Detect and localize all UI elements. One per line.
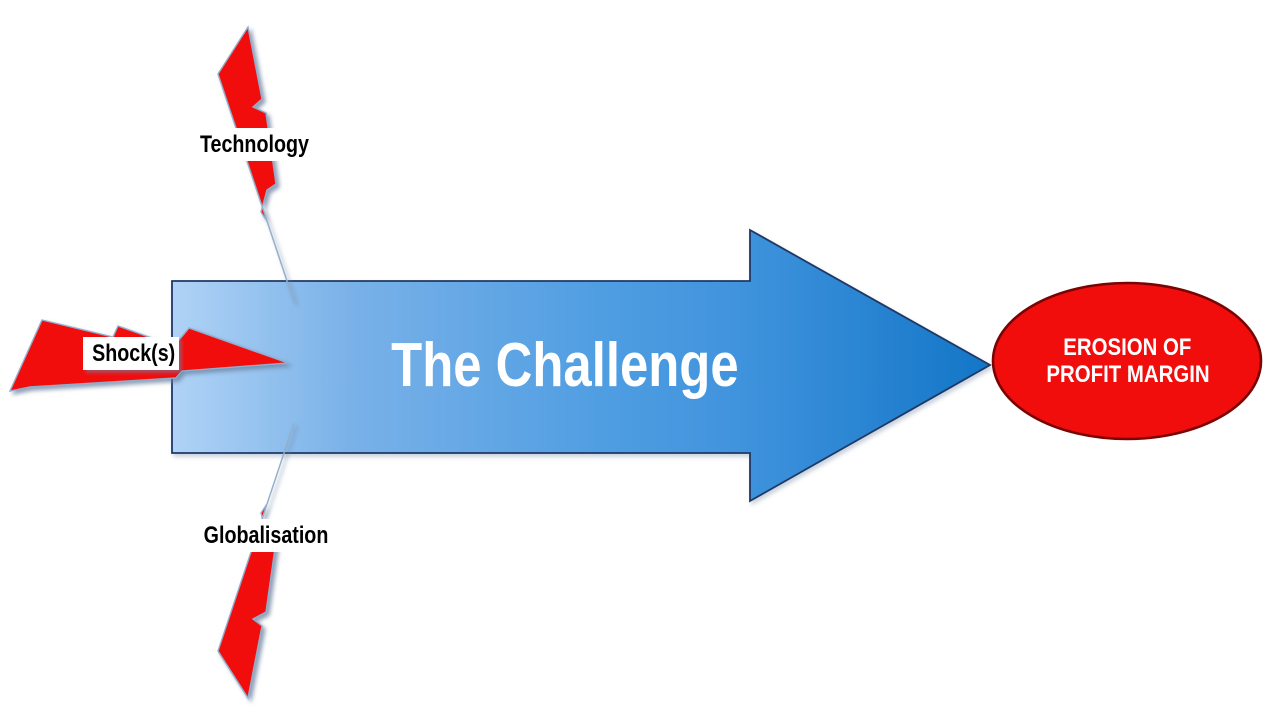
globalisation-label-text: Globalisation	[203, 522, 329, 549]
shocks-label: Shock(s)	[83, 337, 179, 370]
outcome-label-line1: EROSION OF	[1063, 334, 1192, 361]
challenge-arrow-shape	[171, 228, 992, 503]
arrow-title-text: The Challenge	[391, 331, 739, 400]
technology-lightning-bolt-icon	[217, 25, 295, 303]
arrow-title: The Challenge	[330, 331, 800, 401]
outcome-label-line2: PROFIT MARGIN	[1045, 361, 1210, 388]
outcome-ellipse-shape	[991, 281, 1263, 441]
outcome-label: EROSION OF PROFIT MARGIN	[1000, 334, 1255, 388]
technology-label-text: Technology	[199, 131, 309, 158]
shocks-label-text: Shock(s)	[92, 340, 176, 367]
technology-label: Technology	[188, 128, 312, 161]
globalisation-lightning-bolt-icon	[217, 422, 295, 700]
globalisation-label: Globalisation	[190, 519, 328, 552]
